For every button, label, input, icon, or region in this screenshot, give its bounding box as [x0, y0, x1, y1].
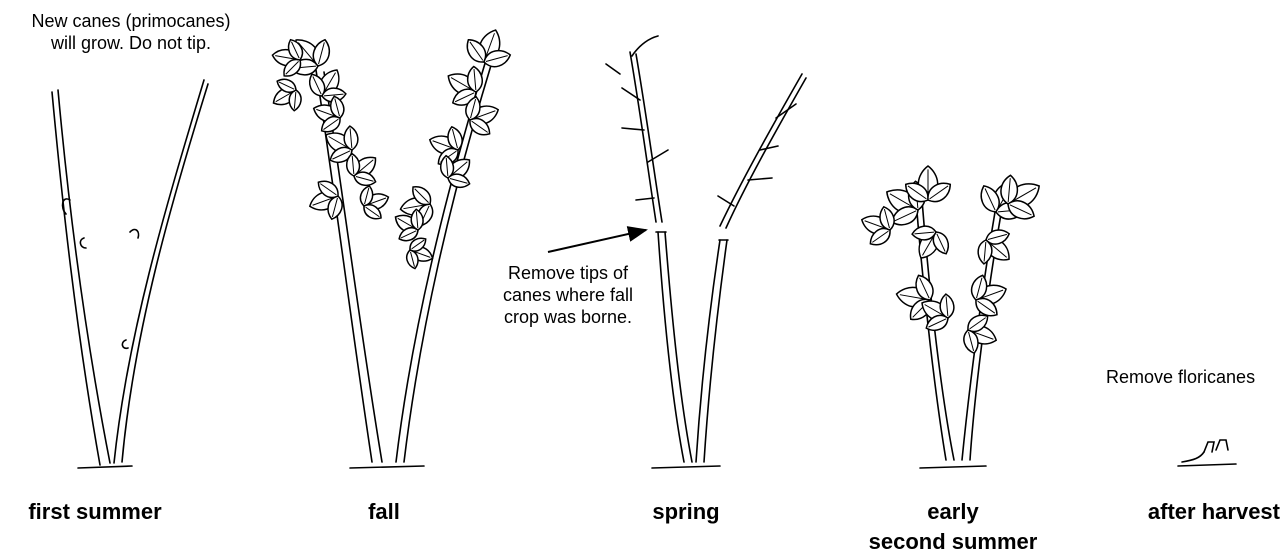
stage-label-after-harvest: after harvest — [1130, 497, 1280, 527]
fall-foliage — [270, 27, 512, 270]
stage-label-first-summer: first summer — [10, 497, 180, 527]
remove-tips-note: Remove tips of canes where fall crop was… — [480, 262, 656, 328]
primocanes-note: New canes (primocanes) will grow. Do not… — [0, 10, 262, 54]
spring-canes — [606, 36, 806, 468]
fall-canes — [316, 60, 492, 468]
stage-label-fall: fall — [344, 497, 424, 527]
remove-tips-arrow — [548, 230, 646, 252]
stage-label-spring: spring — [636, 497, 736, 527]
stage-label-early-second-summer: early second summer — [848, 497, 1058, 557]
first-summer-canes — [52, 80, 208, 468]
after-harvest-stubs — [1178, 440, 1236, 466]
second-summer-foliage — [859, 166, 1044, 355]
remove-floricanes-note: Remove floricanes — [1106, 366, 1278, 388]
